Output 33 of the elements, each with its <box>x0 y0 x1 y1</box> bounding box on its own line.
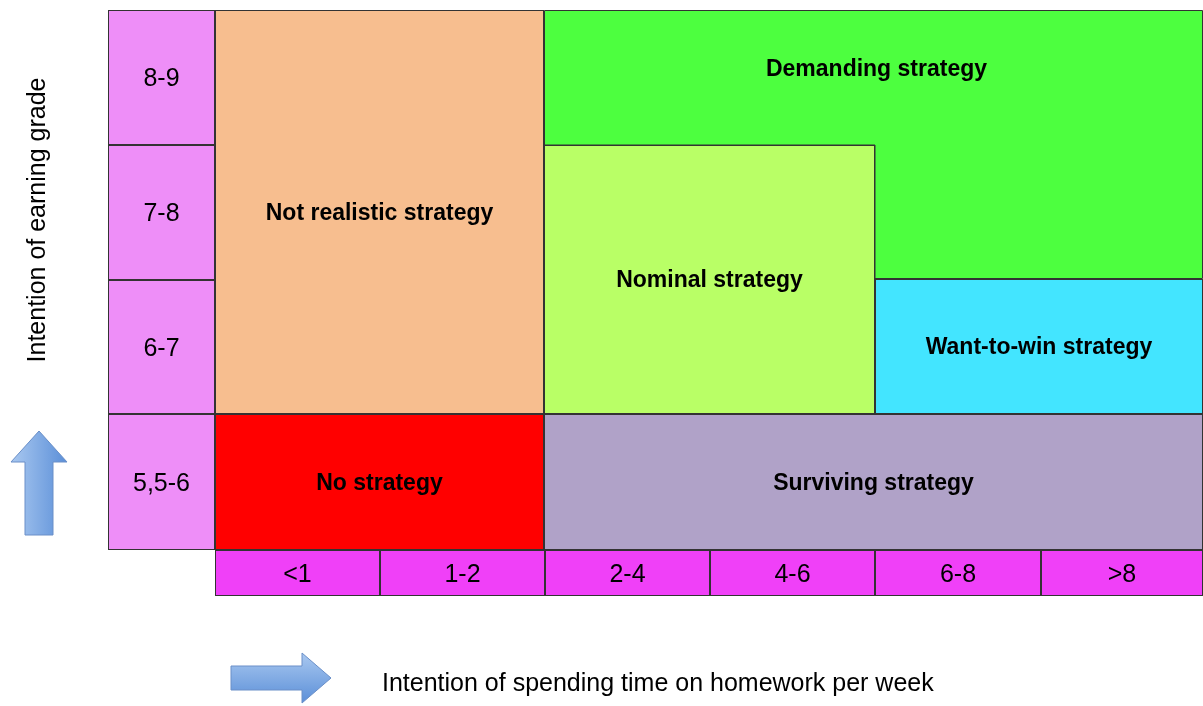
strategy-region <box>215 10 544 414</box>
axis-value: <1 <box>283 558 312 588</box>
axis-value: 4-6 <box>774 558 811 588</box>
axis-value: >8 <box>1107 558 1137 588</box>
strategy-region <box>544 145 875 414</box>
time-cell <box>1041 550 1203 596</box>
strategy-region <box>544 414 1203 550</box>
axis-value: 6-8 <box>939 558 977 588</box>
time-cell <box>215 550 380 596</box>
strategy-name: Want-to-win strategy <box>925 333 1153 360</box>
grade-cell <box>108 10 215 145</box>
strategy-name: Nominal strategy <box>616 266 803 293</box>
time-cell <box>380 550 545 596</box>
strategy-name: Surviving strategy <box>773 468 974 496</box>
axis-value: 1-2 <box>444 558 481 588</box>
strategy-name: Not realistic strategy <box>265 198 494 226</box>
strategy-name: Demanding strategy <box>765 55 988 82</box>
axis-value: 8-9 <box>143 63 180 92</box>
grade-cell <box>108 280 215 414</box>
axis-value: 7-8 <box>143 198 180 227</box>
axis-value: 2-4 <box>609 558 646 588</box>
time-cell <box>875 550 1041 596</box>
axis-title: Intention of earning grade <box>21 77 51 363</box>
strategy-region <box>215 414 544 550</box>
axis-value: 6-7 <box>143 332 180 362</box>
grade-cell <box>108 145 215 280</box>
strategy-name: No strategy <box>316 468 443 496</box>
axis-title: Intention of spending time on homework per week <box>382 668 934 697</box>
time-cell <box>545 550 710 596</box>
strategy-region <box>875 279 1203 414</box>
time-cell <box>710 550 875 596</box>
axis-value: 5,5-6 <box>133 467 190 497</box>
grade-cell <box>108 414 215 550</box>
